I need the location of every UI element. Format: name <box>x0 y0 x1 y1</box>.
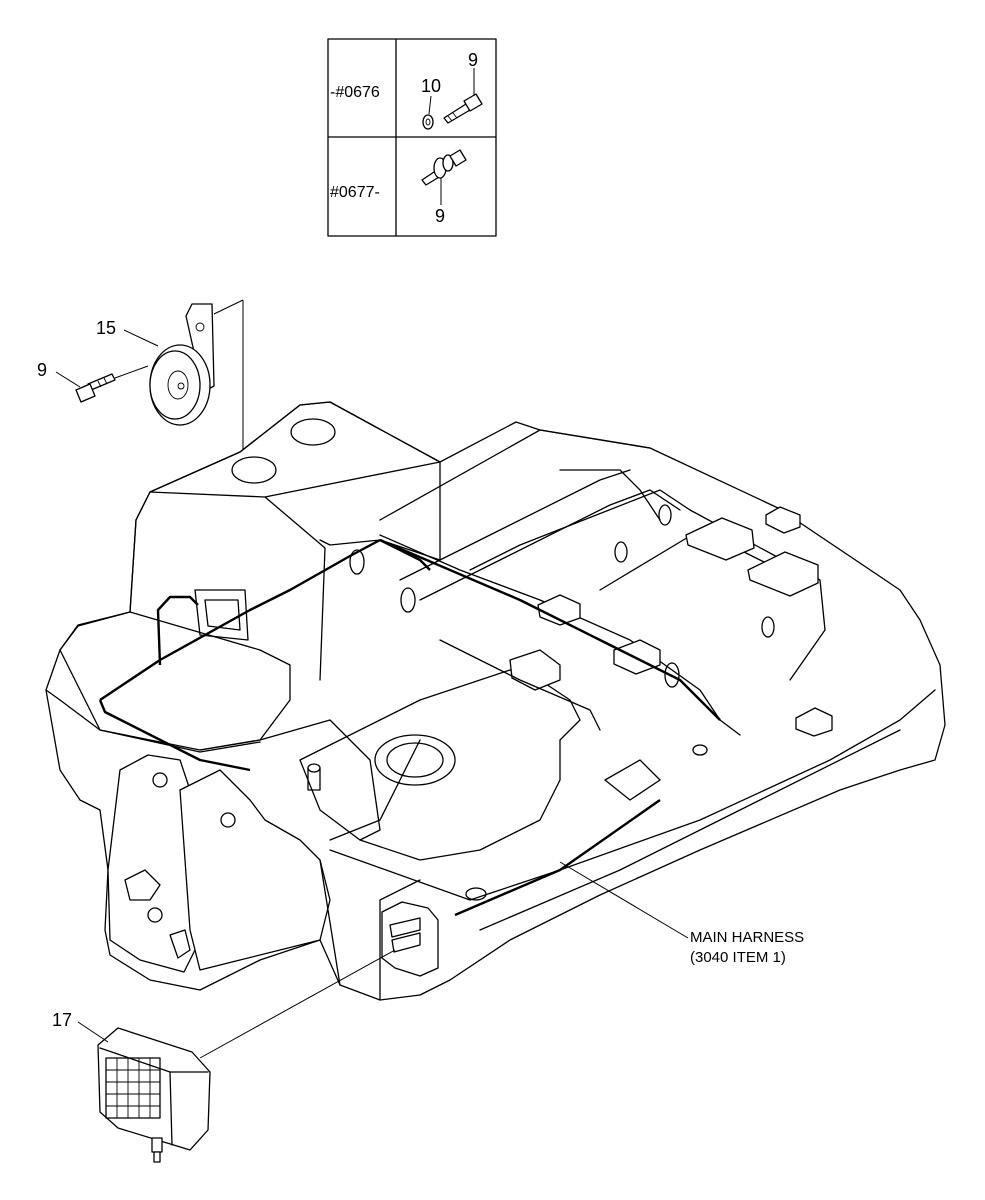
main-harness-route <box>99 538 721 721</box>
upper-frame <box>45 401 946 1001</box>
harness-note-line1: MAIN HARNESS <box>690 929 804 946</box>
serial-range-early: -#0676 <box>330 84 380 101</box>
work-light-icon <box>97 1027 211 1163</box>
horn-icon <box>149 303 215 426</box>
callout-horn-15: 15 <box>96 318 116 338</box>
callout-work-light-17: 17 <box>52 1010 72 1030</box>
inset-table: -#0676 #0677- 10 9 9 <box>327 38 497 237</box>
work-light-mount <box>381 901 439 977</box>
callout-horn-bolt-9: 9 <box>37 360 47 380</box>
horn-bolt-icon <box>75 373 116 403</box>
callout-10-early: 10 <box>421 76 441 96</box>
bolt-icon <box>443 93 483 124</box>
serial-range-late: #0677- <box>330 184 380 201</box>
flange-bolt-icon <box>421 149 467 186</box>
callout-9-late: 9 <box>435 206 445 226</box>
washer-icon <box>422 114 434 130</box>
callout-9-early: 9 <box>468 50 478 70</box>
harness-note-line2: (3040 ITEM 1) <box>690 949 786 966</box>
